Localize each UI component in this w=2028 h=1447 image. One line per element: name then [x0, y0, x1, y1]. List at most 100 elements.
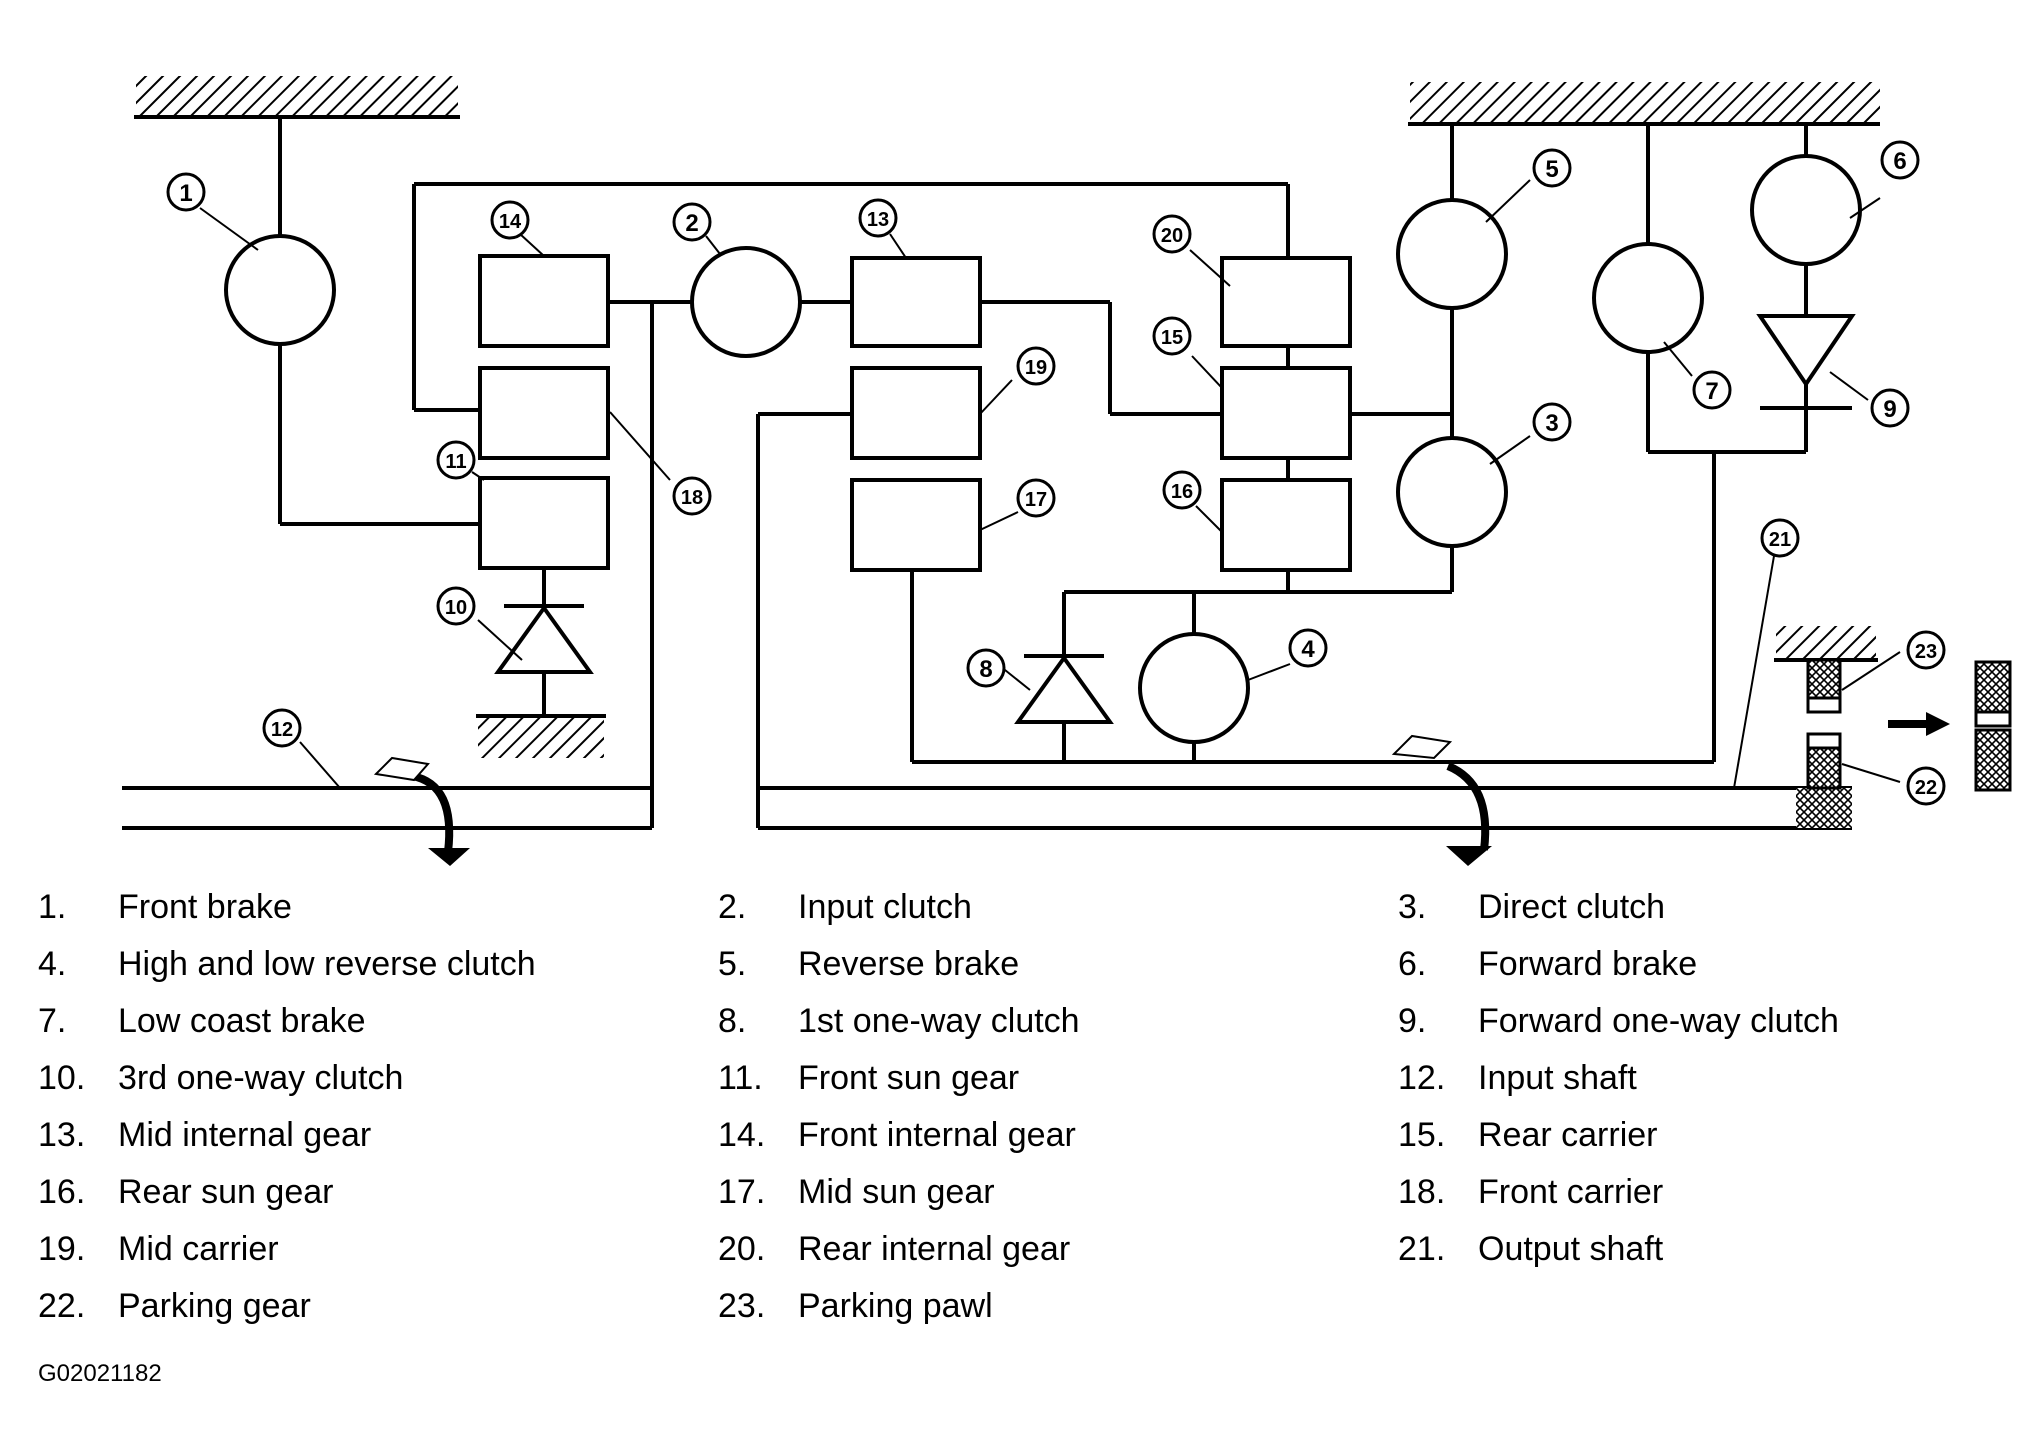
- legend-item-low-coast-brake: 7. Low coast brake: [38, 1002, 718, 1059]
- svg-text:21: 21: [1769, 529, 1791, 551]
- svg-text:20: 20: [1161, 225, 1183, 247]
- legend-item-rear-carrier: 15.Rear carrier: [1398, 1116, 1998, 1173]
- callout-15: 15: [1152, 316, 1192, 356]
- legend-label: Input shaft: [1478, 1059, 1637, 1097]
- svg-text:15: 15: [1161, 327, 1183, 349]
- legend-number: 21.: [1398, 1230, 1446, 1268]
- legend-number: 20.: [718, 1230, 766, 1268]
- legend-item-front-sun-gear: 11.Front sun gear: [718, 1059, 1398, 1116]
- legend-number: 13.: [38, 1116, 86, 1154]
- callout-22: 22: [1906, 766, 1946, 806]
- callout-10: 10: [436, 586, 476, 626]
- svg-text:5: 5: [1545, 156, 1558, 183]
- ground-right-top: [1410, 82, 1880, 124]
- callout-7: 7: [1692, 370, 1732, 410]
- legend-item-1st-one-way-clutch: 8.1st one-way clutch: [718, 1002, 1398, 1059]
- one-way-clutch-9-symbol: [1756, 314, 1856, 388]
- legend-item-forward-one-way-clutch: 9.Forward one-way clutch: [1398, 1002, 1998, 1059]
- legend-number: 23.: [718, 1287, 766, 1325]
- legend-item-front-carrier: 18.Front carrier: [1398, 1173, 1998, 1230]
- front-sun-gear-box: [478, 476, 610, 570]
- legend-number: 1.: [38, 888, 67, 926]
- parking-gear-lower-block: [1806, 746, 1842, 790]
- legend-item-parking-pawl: 23.Parking pawl: [718, 1287, 1398, 1344]
- ground-pawl: [1776, 626, 1876, 658]
- legend-item-front-internal-gear: 14. Front internal gear: [718, 1116, 1398, 1173]
- legend-number: 14.: [718, 1116, 766, 1154]
- svg-text:3: 3: [1545, 410, 1558, 437]
- rear-carrier-box: [1220, 366, 1352, 460]
- legend-number: 11.: [718, 1059, 763, 1097]
- legend-label: 3rd one-way clutch: [118, 1059, 404, 1097]
- legend-label: Direct clutch: [1478, 888, 1666, 926]
- svg-text:13: 13: [867, 209, 889, 231]
- legend-item-input-shaft: 12.Input shaft: [1398, 1059, 1998, 1116]
- mid-carrier-box: [850, 366, 982, 460]
- low-coast-brake-symbol: [1592, 242, 1704, 354]
- legend-number: 15.: [1398, 1116, 1446, 1154]
- svg-text:19: 19: [1025, 357, 1047, 379]
- svg-text:6: 6: [1893, 148, 1906, 175]
- legend-number: 16.: [38, 1173, 86, 1211]
- legend-item-mid-internal-gear: 13.Mid internal gear: [38, 1116, 718, 1173]
- legend-number: 22.: [38, 1287, 86, 1325]
- legend-label: Front brake: [118, 888, 292, 926]
- callout-16: 16: [1162, 470, 1202, 510]
- mid-sun-gear-box: [850, 478, 982, 572]
- svg-text:18: 18: [681, 487, 703, 509]
- parts-legend: 1. Front brake 2. Input clutch 3. Direct cl…: [38, 888, 1998, 1344]
- svg-text:23: 23: [1915, 641, 1937, 663]
- ground-left-top: [136, 76, 458, 116]
- legend-label: 1st one-way clutch: [798, 1002, 1080, 1040]
- legend-label: Forward brake: [1478, 945, 1698, 983]
- one-way-clutch-10-symbol: [494, 604, 594, 674]
- legend-label: Low coast brake: [118, 1002, 366, 1040]
- svg-text:17: 17: [1025, 489, 1047, 511]
- callout-17: 17: [1016, 478, 1056, 518]
- legend-number: 2.: [718, 888, 747, 926]
- reverse-brake-symbol: [1396, 198, 1508, 310]
- front-brake-symbol: [224, 234, 336, 346]
- powertrain-schematic: 1 14 2 13 20 15 16 19 17 18 11 10 12 5 3…: [122, 76, 2012, 866]
- rotation-arrow-icon-right: [1391, 734, 1492, 866]
- legend-number: 3.: [1398, 888, 1427, 926]
- callout-23: 23: [1906, 630, 1946, 670]
- legend-item-rear-internal-gear: 20.Rear internal gear: [718, 1230, 1398, 1287]
- legend-item-input-clutch: 2. Input clutch: [718, 888, 1398, 945]
- callout-9: 9: [1870, 388, 1910, 428]
- direct-clutch-symbol: [1396, 436, 1508, 548]
- parking-pawl-block: [1806, 658, 1842, 700]
- svg-text:8: 8: [979, 656, 992, 683]
- legend-label: Input clutch: [798, 888, 972, 926]
- one-way-clutch-8-symbol: [1014, 654, 1114, 724]
- callout-14: 14: [490, 200, 530, 240]
- legend-number: 5.: [718, 945, 747, 983]
- svg-text:9: 9: [1883, 396, 1896, 423]
- legend-number: 9.: [1398, 1002, 1427, 1040]
- rotation-arrow-icon-left: [373, 756, 470, 866]
- parking-gear-detail-upper: [1974, 660, 2012, 714]
- mid-internal-gear-box: [850, 256, 982, 348]
- parking-gear-block: [1796, 788, 1852, 828]
- legend-item-high-low-reverse-clutch: 4.High and low reverse clutch: [38, 945, 718, 1002]
- legend-number: 6.: [1398, 945, 1427, 983]
- callout-20: 20: [1152, 214, 1192, 254]
- svg-text:1: 1: [179, 180, 192, 207]
- front-internal-gear-box: [478, 254, 610, 348]
- legend-item-mid-sun-gear: 17.Mid sun gear: [718, 1173, 1398, 1230]
- legend-number: 4.: [38, 945, 67, 983]
- legend-label: Front internal gear: [798, 1116, 1076, 1154]
- svg-text:22: 22: [1915, 777, 1937, 799]
- legend-item-parking-gear: 22.Parking gear: [38, 1287, 718, 1344]
- legend-label: Rear sun gear: [118, 1173, 334, 1211]
- legend-label: Reverse brake: [798, 945, 1020, 983]
- callout-1: 1: [166, 172, 206, 212]
- callout-4: 4: [1288, 628, 1328, 668]
- rear-internal-gear-box: [1220, 256, 1352, 348]
- svg-text:10: 10: [445, 597, 467, 619]
- ground-one-way-10: [478, 718, 604, 758]
- svg-text:16: 16: [1171, 481, 1193, 503]
- legend-number: 7.: [38, 1002, 67, 1040]
- legend-label: Output shaft: [1478, 1230, 1664, 1268]
- figure-id: G02021182: [38, 1360, 162, 1387]
